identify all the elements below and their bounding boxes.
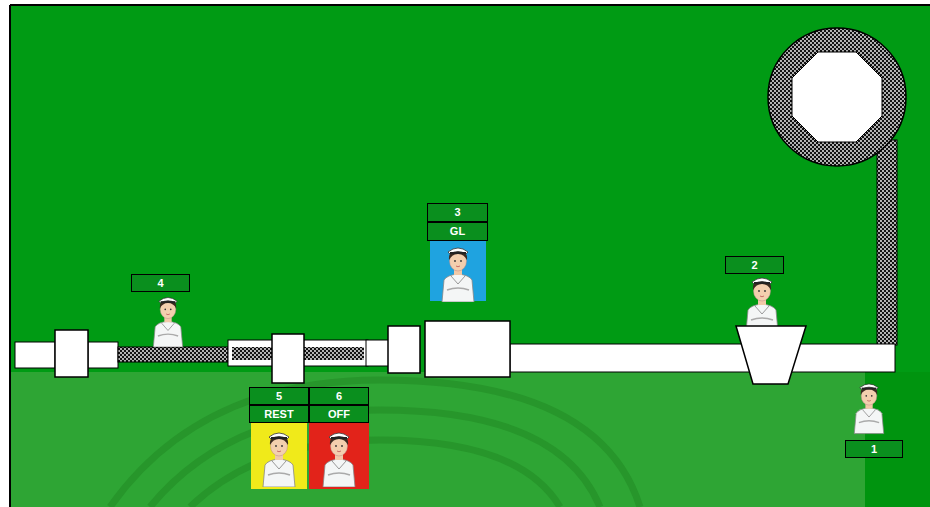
status-tag: GL xyxy=(427,222,488,241)
box-text: GL xyxy=(450,226,465,237)
box-text: 6 xyxy=(336,391,342,402)
box-text: REST xyxy=(264,409,293,420)
status-tag: OFF xyxy=(309,405,369,423)
box-text: OFF xyxy=(328,409,350,420)
callout-number: 3 xyxy=(427,203,488,222)
callout-number: 2 xyxy=(725,256,784,274)
box-text: 4 xyxy=(157,278,163,289)
box-text: 2 xyxy=(751,260,757,271)
callout-number: 5 xyxy=(249,387,309,405)
callout-number: 6 xyxy=(309,387,369,405)
status-tag: REST xyxy=(249,405,309,423)
box-text: 3 xyxy=(454,207,460,218)
callout-number: 1 xyxy=(845,440,903,458)
callout-number: 4 xyxy=(131,274,190,292)
box-text: 1 xyxy=(871,444,877,455)
box-text: 5 xyxy=(276,391,282,402)
